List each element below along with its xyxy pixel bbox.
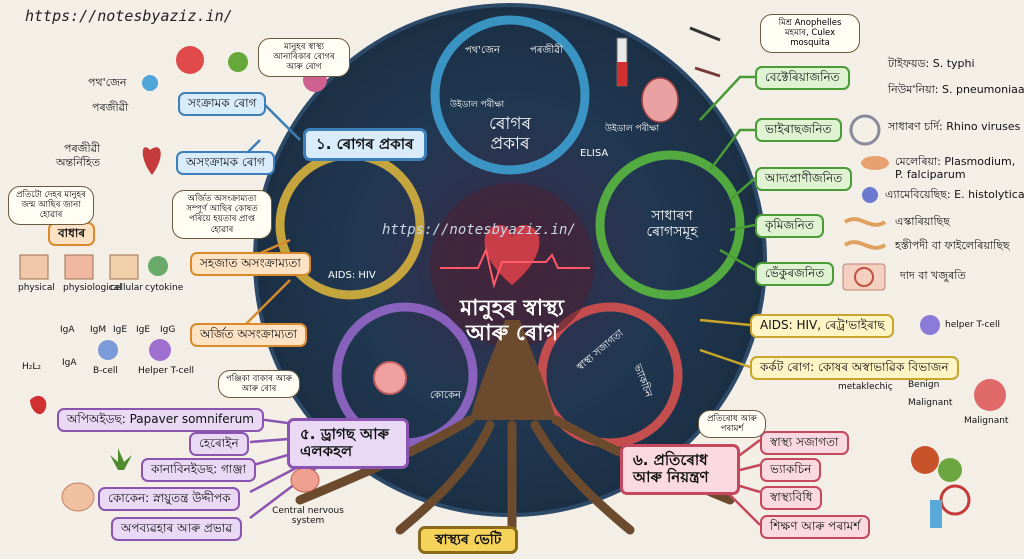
h2l2-label: H₂L₂ [22, 362, 41, 372]
ringworm-label: দাদ বা খজুৰতি [900, 269, 966, 282]
ascariasis-label: এস্কাৰিয়াছিছ [895, 215, 950, 228]
widal-label: উইডাল পৰীক্ষা [605, 124, 660, 134]
barrier-cytokine: cytokine [145, 283, 184, 293]
barriers-box: বাধাৰ [48, 222, 96, 246]
ring-top-label-1: পথ'জেন [465, 45, 500, 56]
left-icons [19, 254, 407, 512]
amoebiasis-label: এ্যামেবিয়েছিছ: E. histolytica [885, 188, 1024, 201]
noninfectious-box: অসংক্ৰামক ৰোগ [176, 151, 275, 175]
barrier-cellular: cellular [110, 283, 143, 293]
cns-label: Central nervous system [272, 506, 344, 527]
protozoan-box: আদ্যপ্ৰাণীজনিত [755, 167, 853, 191]
ring-right [595, 150, 745, 300]
pulse-line [440, 246, 590, 289]
drug-cocaine: কোকেন: স্নায়ুতন্ত্ৰ উদ্দীপক [98, 487, 241, 511]
section6-title: ৬. প্ৰতিৰোধ আৰু নিয়ন্ত্ৰণ [620, 444, 740, 495]
cancer-box: কৰ্কট ৰোগ: কোষৰ অস্বাভাৱিক বিভাজন [750, 356, 959, 380]
elisa-label: ELISA [580, 148, 609, 159]
ring-right-title: সাধাৰণ ৰোগসমূহ [646, 208, 698, 241]
metastasis-label: metaklechiç [838, 382, 893, 392]
center-footer: স্বাস্থ্যৰ ভেটি [418, 526, 519, 555]
acquired-box: অৰ্জিত অসংক্ৰাম্যতা [190, 323, 308, 347]
helper-tcell-label: Helper T-cell [138, 366, 195, 376]
fungal-box: ভেঁকুৰজনিত [755, 262, 835, 286]
center-title: মানুহৰ স্বাস্থ্য আৰু ৰোগ [459, 296, 565, 347]
prevention-hygiene: স্বাস্থ্যবিধি [760, 486, 823, 510]
section1-title: ১. ৰোগৰ প্ৰকাৰ [303, 128, 427, 162]
infectious-box: সংক্ৰামক ৰোগ [178, 92, 267, 116]
section1-bubble: মানুহৰ স্বাস্থ্য আনাৰিকাৰ ৰোগৰ আৰু ৰোগ [258, 38, 350, 77]
mosquito-bubble: মিশ্ৰ Anophelles মহমাৰ, Culex mosquita [760, 14, 860, 53]
widal2-label: উইডাল পৰীক্ষা [450, 100, 505, 110]
drug-opioids: অপিঅইডছ: Papaver somniferum [57, 408, 264, 432]
drug-abuse: অপব্যৱহাৰ আৰু প্ৰভাৱ [111, 517, 243, 541]
section5-title: ৫. ড্ৰাগছ আৰু এলকহল [287, 418, 409, 469]
drug-heroin: হেৰোইন [189, 432, 249, 456]
immunity-bubble-2: অৰ্জিত অসংক্ৰাম্যতা সম্পূৰ্ণ আছিৰ কোষত প… [172, 190, 272, 239]
benign-label: Benign [908, 380, 940, 390]
parasite2-line2: অন্তৰ্নিহিত [56, 156, 101, 169]
aids-helper-label: helper T-cell [945, 320, 1000, 330]
worm-box: কৃমিজনিত [755, 214, 824, 238]
ab-igg: IgG [160, 325, 176, 335]
parasite2-label: পৰজীৱী [64, 142, 101, 155]
section6-bubble: প্ৰতিৰোধ আৰু পৰামৰ্শ [698, 410, 766, 439]
prevention-vaccine: ভ্যাকচিন [760, 458, 822, 482]
viral-box: ভাইৰাছজনিত [755, 118, 842, 142]
bacterial-box: বেক্টেৰিয়াজনিত [755, 66, 850, 90]
malignant2-label: Malignant [964, 416, 1009, 426]
bcell-label: B-cell [93, 366, 118, 376]
pathogen-label: পথ'জেন [88, 76, 127, 89]
ring-bottom-left-cocaine: কোকেন [430, 390, 461, 401]
organ-icons [142, 37, 679, 175]
ab-ige-2: IgE [136, 325, 151, 335]
ab-iga: IgA [60, 325, 75, 335]
drug-cannabinoids: কানাবিনইডছ: গাঞ্জা [141, 458, 257, 482]
ab-igm: IgM [90, 325, 107, 335]
malignant-label: Malignant [908, 398, 953, 408]
malaria-label: মেলেৰিয়া: Plasmodium, P. falciparum [895, 155, 1016, 181]
ring-top [430, 15, 590, 175]
ring-left-aids: AIDS: HIV [328, 270, 376, 281]
mosquito-icon [689, 26, 721, 78]
ab-ige: IgE [113, 325, 128, 335]
parasite-label: পৰজীৱী [92, 101, 129, 114]
filariasis-label: হস্তীপদী বা ফাইলেৰিয়াছিছ [895, 239, 1010, 252]
section5-bubble: পঞ্জিকা বাকাৰ আৰু আৰু ৰোৰ [218, 370, 300, 399]
ring-top-label-2: পৰজীৱী [530, 45, 563, 56]
tree-trunk [470, 320, 556, 420]
prevention-awareness: স্বাস্থ্য সজাগতা [760, 431, 849, 455]
immunity-bubble-1: প্ৰতিটো দেহৰ মানুহৰ জন্ম আছিৰ জানা হোৱাৰ [8, 186, 94, 225]
ring-top-title: ৰোগৰ প্ৰকাৰ [488, 114, 532, 154]
typhoid-label: টাইফয়ড: S. typhi [888, 57, 975, 70]
watermark[interactable]: https://notesbyaziz.in/ [25, 7, 233, 25]
innate-box: সহজাত অসংক্ৰাম্যতা [190, 252, 311, 276]
barrier-physical: physical [18, 283, 55, 293]
iga-label: IgA [62, 358, 77, 368]
barrier-physiological: physiological [63, 283, 122, 293]
side-icons [842, 114, 1006, 528]
watermark-center[interactable]: https://notesbyaziz.in/ [382, 222, 576, 238]
cold-label: সাধাৰণ চৰ্দি: Rhino viruses [888, 120, 1021, 133]
pneumonia-label: নিউম'নিয়া: S. pneumoniaa [888, 83, 1024, 96]
prevention-education: শিক্ষণ আৰু পৰামৰ্শ [760, 515, 871, 539]
aids-box: AIDS: HIV, ৰেট্ৰ'ভাইৰাছ [750, 314, 895, 338]
